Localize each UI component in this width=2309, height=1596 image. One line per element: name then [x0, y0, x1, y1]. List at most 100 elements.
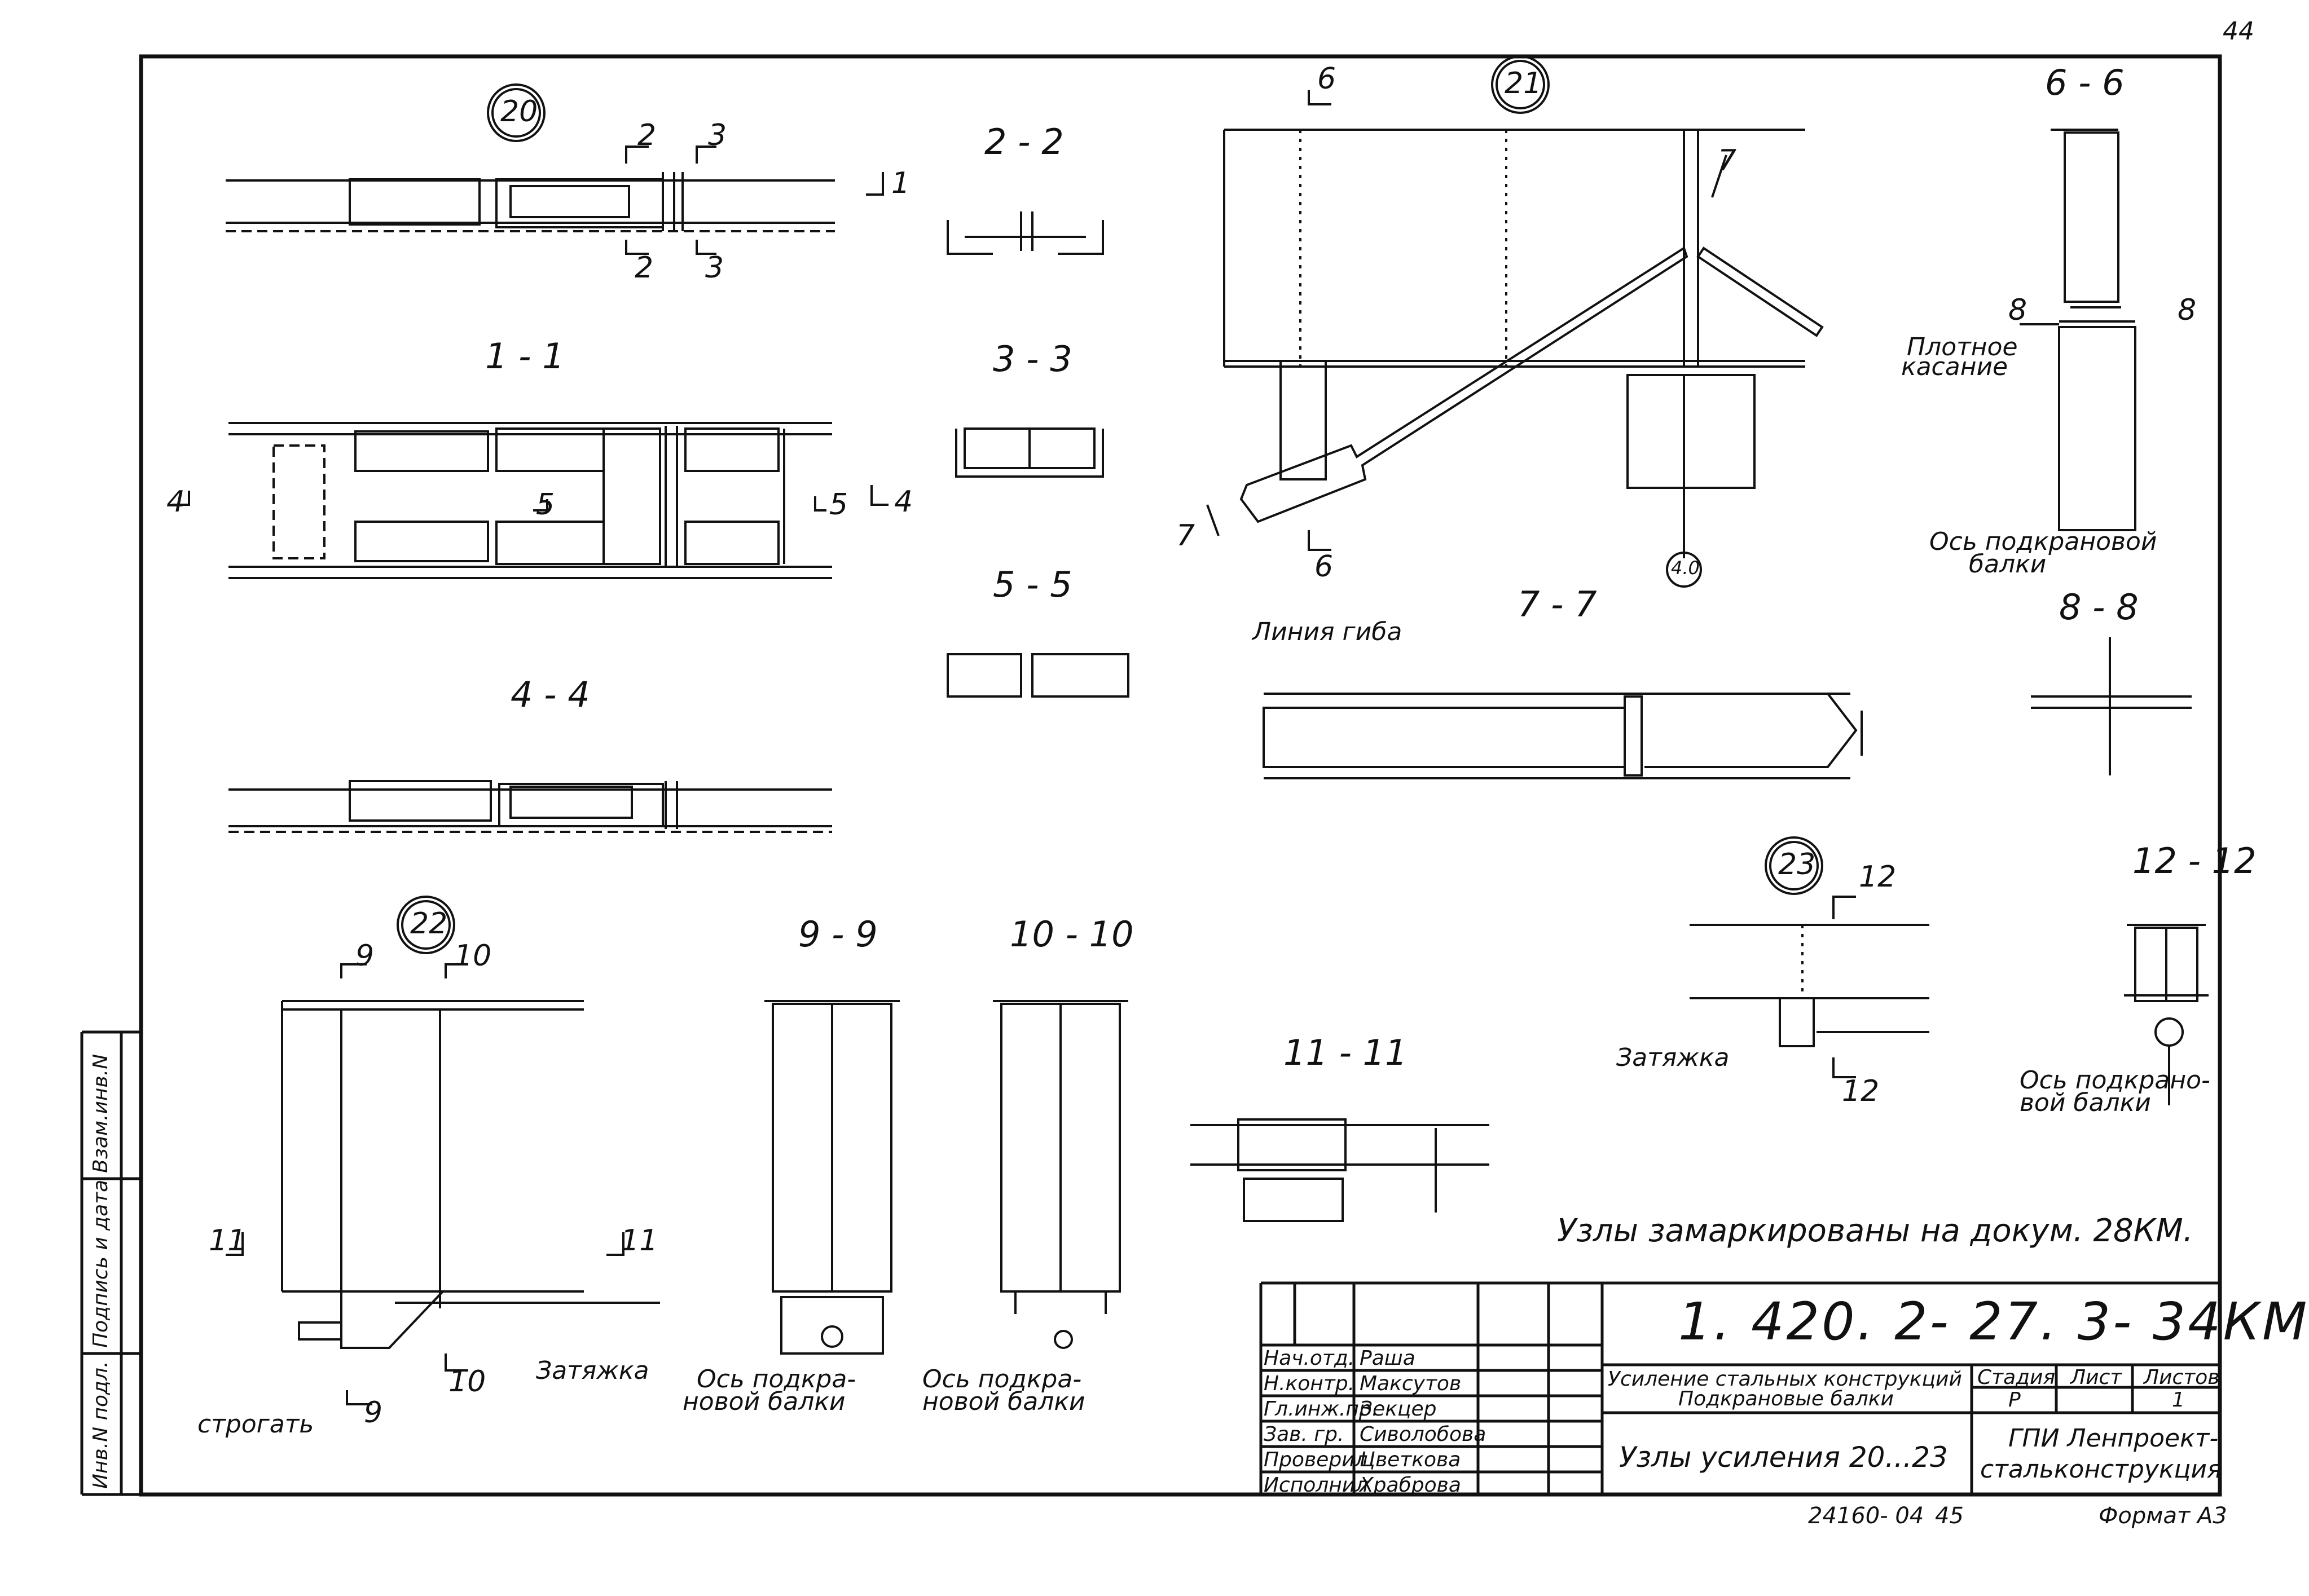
label-crane-axis-2: балки: [1969, 550, 2047, 579]
name-4: Цветкова: [1360, 1448, 1461, 1471]
side-strip-signature: Подпись и дата: [89, 1179, 112, 1348]
node-21-elevation: [1206, 55, 1824, 588]
cut-mark-1: 1: [891, 166, 911, 200]
label-crane-axis-9-1: Ось подкра-: [697, 1365, 856, 1394]
label-tie-rod-22: Затяжка: [536, 1356, 649, 1385]
role-4: Проверил: [1264, 1448, 1368, 1471]
document-code: 1. 420. 2- 27. 3- 34КМ: [1678, 1291, 2309, 1352]
section-title-7-7: 7 - 7: [1518, 584, 1597, 625]
node-22-elevation: [226, 896, 660, 1405]
section-title-5-5: 5 - 5: [993, 564, 1072, 605]
cut-mark-10-top: 10: [454, 939, 492, 973]
node-21-number: 21: [1505, 67, 1542, 100]
name-1: Максутов: [1360, 1372, 1462, 1395]
cut-mark-12-top: 12: [1859, 860, 1897, 894]
cut-mark-7-left: 7: [1176, 519, 1195, 553]
name-2: Зекцер: [1360, 1397, 1437, 1421]
sections-2-3-5: [947, 211, 1129, 698]
section-10-10: [993, 1000, 1128, 1349]
cut-mark-6-top: 6: [1317, 62, 1336, 96]
cut-mark-4-left: 4: [166, 485, 186, 519]
node-23-number: 23: [1778, 848, 1816, 881]
cut-mark-10-bottom: 10: [448, 1365, 486, 1399]
note-marked-nodes: Узлы замаркированы на докум. 28КМ.: [1557, 1213, 2193, 1249]
node-22-number: 22: [410, 907, 448, 941]
cut-mark-7-right: 7: [1718, 144, 1737, 178]
cut-mark-3-bottom: 3: [705, 251, 724, 285]
section-6-6: [2020, 129, 2136, 531]
sheet-number: 44: [2223, 17, 2254, 46]
label-crane-axis-12-1: Ось подкрано-: [2020, 1066, 2210, 1095]
label-crane-axis-12-2: вой балки: [2020, 1088, 2151, 1117]
section-12-12: [2124, 924, 2209, 1105]
node-20-plan: [226, 83, 884, 255]
sheets-header: Листов: [2144, 1366, 2220, 1389]
footer-format: Формат А3: [2099, 1503, 2227, 1529]
role-0: Нач.отд.: [1264, 1347, 1355, 1370]
label-crane-axis-10-2: новой балки: [922, 1387, 1085, 1416]
side-strip-replaced-inventory: Взам.инв.N: [89, 1053, 112, 1173]
cut-mark-5-right: 5: [829, 488, 848, 522]
label-plane: строгать: [197, 1410, 314, 1439]
cut-mark-11-left: 11: [209, 1224, 247, 1258]
project-line-1: Усиление стальных конструкций: [1608, 1368, 1962, 1391]
section-title-3-3: 3 - 3: [993, 338, 1072, 380]
drawing-sheet: [80, 54, 2222, 1497]
label-tight-contact-2: касание: [1901, 352, 2008, 381]
role-1: Н.контр.: [1264, 1372, 1355, 1395]
sheet-title: Узлы усиления 20...23: [1619, 1441, 1948, 1474]
label-crane-axis-1: Ось подкрановой: [1929, 527, 2157, 556]
cut-mark-9-top: 9: [355, 939, 375, 973]
cut-mark-6-bottom: 6: [1314, 550, 1334, 584]
section-4-4: [228, 780, 832, 833]
node-40-number: 4.0: [1671, 557, 1700, 579]
node-23-elevation: [1690, 836, 1929, 1078]
organization-line-1: ГПИ Ленпроект-: [2008, 1424, 2219, 1453]
cut-mark-8-right: 8: [2178, 293, 2197, 327]
label-tight-contact-1: Плотное: [1907, 333, 2018, 361]
cut-mark-12-bottom: 12: [1842, 1074, 1880, 1108]
name-3: Сиволобова: [1360, 1423, 1486, 1446]
sheets-value: 1: [2172, 1388, 2185, 1412]
sheet-frame: [139, 54, 2222, 1497]
organization-line-2: стальконструкция: [1980, 1455, 2222, 1484]
label-tie-rod-23: Затяжка: [1616, 1043, 1730, 1072]
section-title-10-10: 10 - 10: [1010, 914, 1134, 955]
section-11-11: [1190, 1118, 1489, 1222]
stage-header: Стадия: [1977, 1366, 2056, 1389]
section-title-12-12: 12 - 12: [2132, 840, 2257, 881]
cut-mark-11-right: 11: [621, 1224, 658, 1258]
cut-mark-8-left: 8: [2008, 293, 2027, 327]
footer-page: 45: [1935, 1503, 1964, 1529]
cut-mark-9-bottom: 9: [364, 1396, 383, 1430]
cut-mark-3-top: 3: [708, 118, 727, 152]
section-title-9-9: 9 - 9: [798, 914, 878, 955]
stage-value: Р: [2008, 1388, 2021, 1412]
label-crane-axis-10-1: Ось подкра-: [922, 1365, 1082, 1394]
cut-mark-2-top: 2: [637, 118, 657, 152]
label-bend-line: Линия гиба: [1252, 618, 1402, 646]
section-9-9: [764, 1000, 900, 1355]
section-title-8-8: 8 - 8: [2059, 587, 2139, 628]
role-3: Зав. гр.: [1264, 1423, 1344, 1446]
footer-inventory: 24160- 04: [1808, 1503, 1924, 1529]
name-0: Раша: [1360, 1347, 1415, 1370]
title-block-grid: [1259, 1281, 2220, 1494]
cut-mark-4-right: 4: [894, 485, 913, 519]
side-strip-inventory: Инв.N подл.: [89, 1361, 112, 1489]
section-8-8: [2031, 637, 2192, 775]
section-title-4-4: 4 - 4: [511, 674, 590, 715]
label-crane-axis-9-2: новой балки: [683, 1387, 846, 1416]
name-5: Храброва: [1360, 1474, 1461, 1497]
node-20-number: 20: [500, 95, 538, 129]
section-1-1: [172, 422, 889, 579]
section-title-11-11: 11 - 11: [1283, 1032, 1408, 1073]
project-line-2: Подкрановые балки: [1678, 1387, 1894, 1410]
section-7-7: [1263, 693, 1863, 779]
role-2: Гл.инж.пр.: [1264, 1397, 1379, 1421]
section-title-1-1: 1 - 1: [485, 336, 565, 377]
cut-mark-2-bottom: 2: [635, 251, 654, 285]
sheet-header: Лист: [2070, 1366, 2122, 1389]
section-title-6-6: 6 - 6: [2045, 62, 2125, 103]
section-title-2-2: 2 - 2: [984, 121, 1064, 162]
